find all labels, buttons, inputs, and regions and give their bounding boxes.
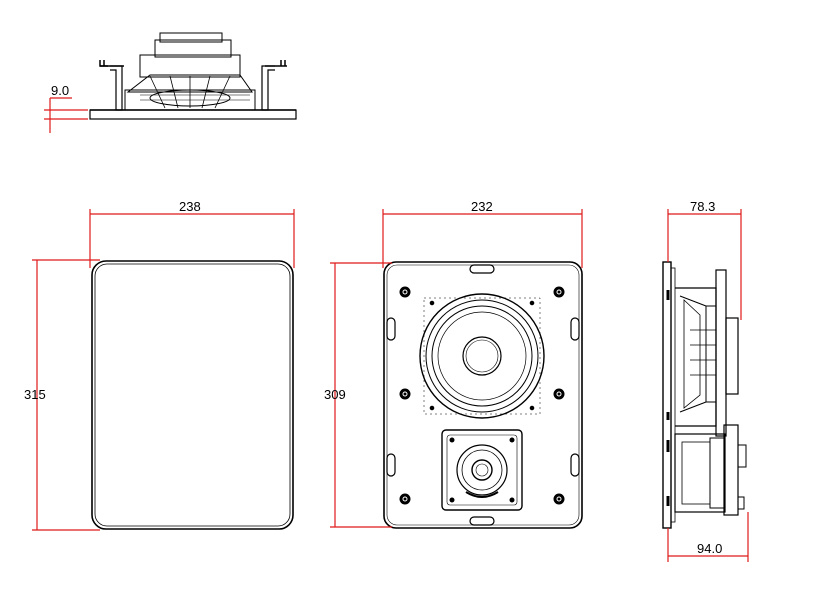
- depth-bottom-label: 94.0: [697, 541, 722, 556]
- clamp-slot-icon: [386, 264, 580, 526]
- depth-top-label: 78.3: [690, 199, 715, 214]
- tweeter-icon: [441, 429, 523, 511]
- top-view: 9.0: [44, 32, 297, 133]
- baffle-height-label: 309: [324, 387, 346, 402]
- baffle-width-label: 232: [471, 199, 493, 214]
- woofer-icon: [419, 293, 545, 419]
- baffle-view: 232 309: [324, 199, 583, 529]
- side-view: 78.3 94.0: [662, 199, 749, 562]
- flange-thickness-label: 9.0: [51, 83, 69, 98]
- grille-height-label: 315: [24, 387, 46, 402]
- grille-view: 238 315: [24, 199, 295, 531]
- grille-width-label: 238: [179, 199, 201, 214]
- mounting-screw-icon: [399, 286, 565, 505]
